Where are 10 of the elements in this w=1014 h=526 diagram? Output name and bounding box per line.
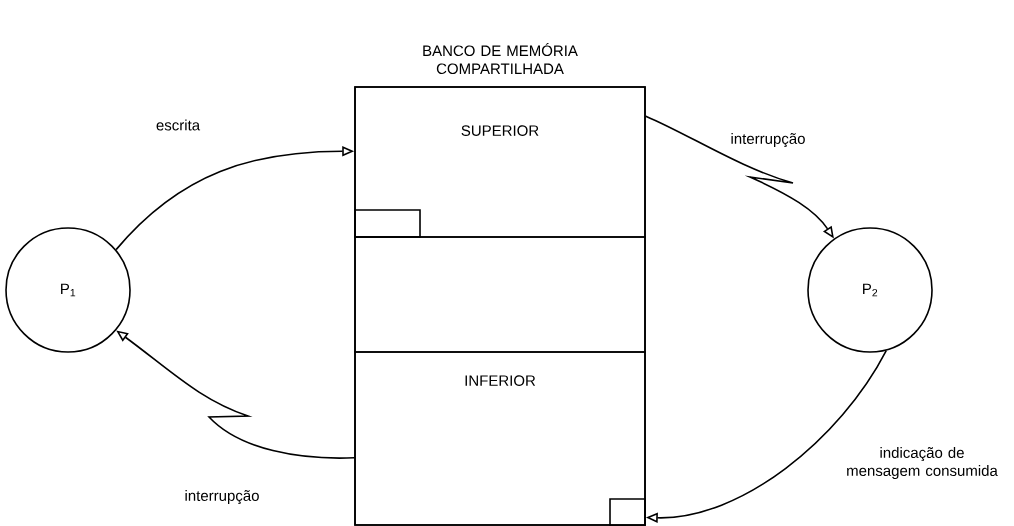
memory-section — [354, 236, 646, 353]
edge-label: interrupção — [731, 132, 805, 147]
memory-section: SUPERIOR — [354, 86, 646, 238]
small-box — [354, 209, 421, 238]
edge-label: escrita — [156, 119, 201, 131]
memory-section: INFERIOR — [354, 351, 646, 526]
edge-label: indicação de mensagem consumida — [847, 447, 998, 479]
node-label: BANCO DE MEMÓRIA COMPARTILHADA — [423, 42, 578, 75]
edge-label: interrupção — [185, 489, 259, 504]
small-box — [609, 498, 646, 526]
